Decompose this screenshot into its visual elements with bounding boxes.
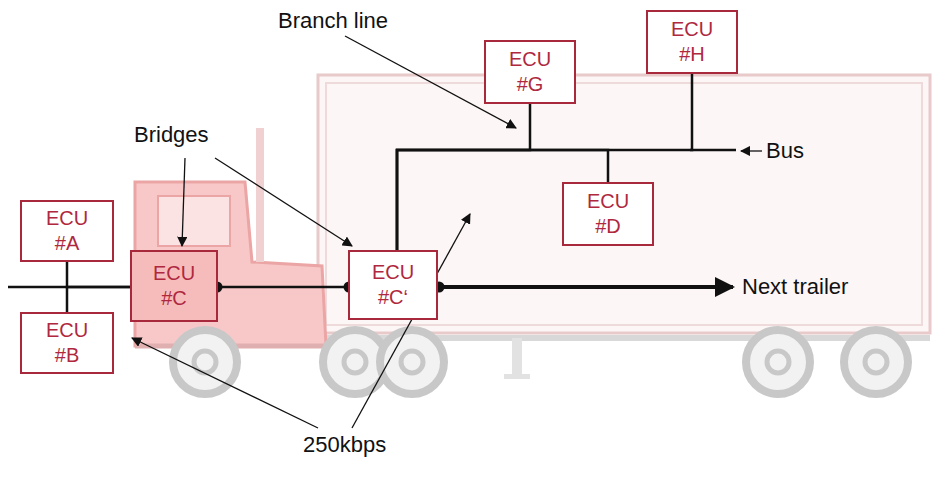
bus-line <box>397 104 530 250</box>
ecu-box: ECU #G <box>484 40 576 104</box>
annotation-label: Bridges <box>134 122 209 148</box>
trailer-link <box>440 285 733 289</box>
bus-stub <box>8 286 67 289</box>
ecu-box: ECU #H <box>646 10 738 74</box>
ecu-box: ECU #C <box>130 250 218 322</box>
bus-line <box>67 287 130 312</box>
label-text: Next trailer <box>742 274 848 299</box>
leader-lines <box>132 36 762 428</box>
annotation-label: 250kbps <box>303 432 386 458</box>
label-text: Branch line <box>278 8 388 33</box>
ecu-name: ECU #D <box>574 189 642 239</box>
wheels <box>173 330 908 394</box>
bus-line <box>218 286 348 289</box>
label-text: Bridges <box>134 122 209 147</box>
ecu-box: ECU #D <box>562 182 654 246</box>
ecu-name: ECU #B <box>33 318 101 368</box>
ecu-box: ECU #A <box>20 200 114 262</box>
annotation-label: Branch line <box>278 8 388 34</box>
label-text: Bus <box>766 138 804 163</box>
ecu-name: ECU #G <box>496 47 564 97</box>
ecu-name: ECU #A <box>33 206 101 256</box>
label-text: 250kbps <box>303 432 386 457</box>
annotation-label: Bus <box>766 138 804 164</box>
ecu-name: ECU #H <box>658 17 726 67</box>
annotation-label: Next trailer <box>742 274 848 300</box>
bus-line <box>67 262 130 287</box>
bus-end <box>690 149 736 152</box>
ecu-box: ECU #B <box>20 312 114 374</box>
ecu-name: ECU #C <box>140 261 208 311</box>
ecu-box: ECU #C‘ <box>348 250 438 320</box>
ecu-name: ECU #C‘ <box>359 260 427 310</box>
